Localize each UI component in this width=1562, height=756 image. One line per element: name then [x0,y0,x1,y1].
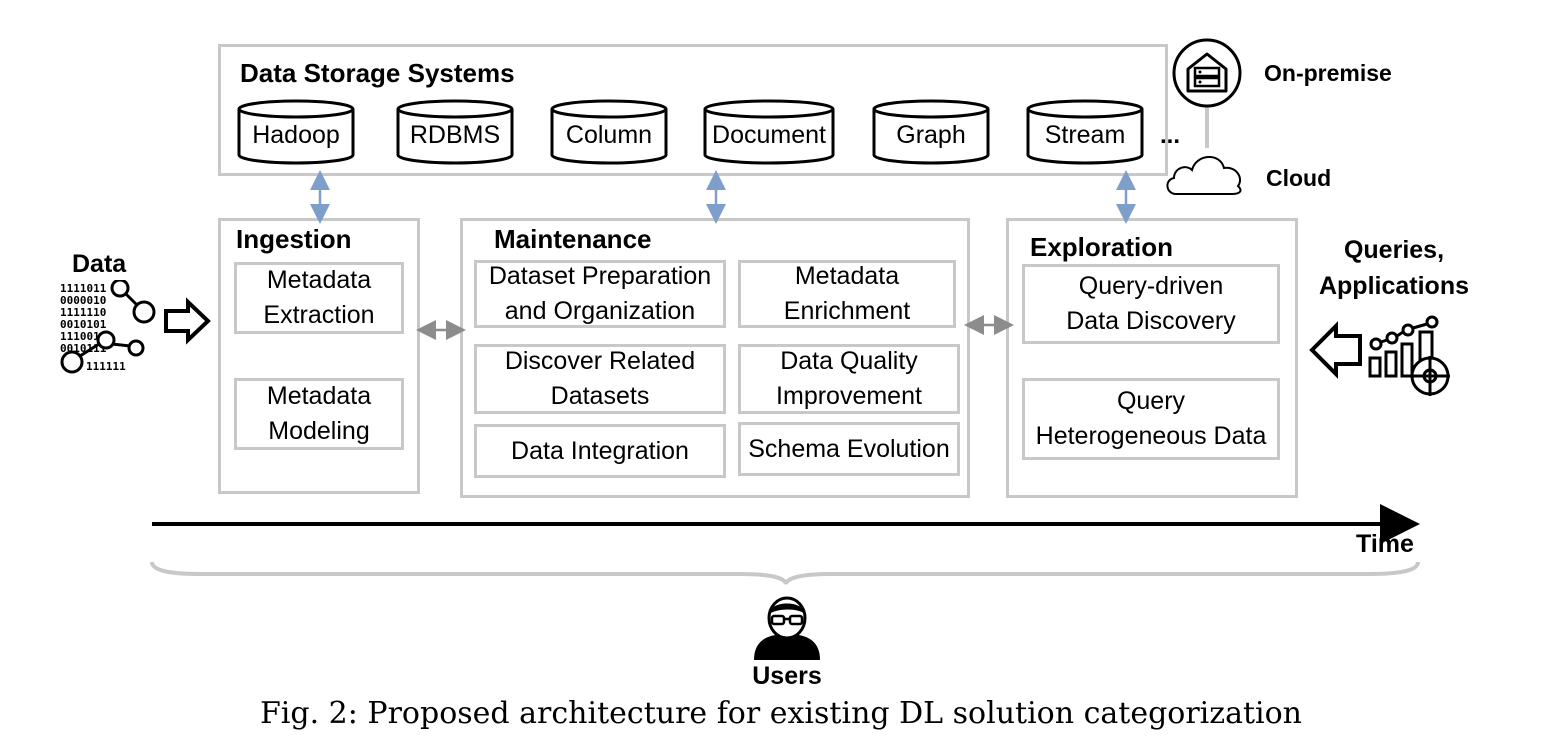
svg-text:111111: 111111 [86,360,126,373]
query-heterogeneous-data: Query Heterogeneous Data [1022,378,1280,460]
storage-graph: Graph [872,99,990,165]
storage-title: Data Storage Systems [240,58,515,88]
maintenance-title: Maintenance [494,224,652,254]
cylinder-icon [872,99,990,165]
svg-text:0000010: 0000010 [60,294,106,307]
storage-column: Column [550,99,668,165]
storage-label: Column [565,121,653,149]
storage-label: Graph [896,121,966,149]
binary-data-icon: 1111011 0000010 1111110 0010101 1110010 … [60,280,156,374]
metadata-extraction: Metadata Extraction [234,262,404,334]
data-input-arrow [164,297,211,345]
cylinder-icon [550,99,668,165]
svg-text:1111011: 1111011 [60,282,107,295]
metadata-modeling: Metadata Modeling [234,378,404,450]
storage-stream: Stream [1026,99,1144,165]
dataset-preparation: Dataset Preparation and Organization [474,260,726,328]
exploration-title: Exploration [1030,232,1174,262]
svg-text:1111110: 1111110 [60,306,106,319]
metadata-enrichment: Metadata Enrichment [738,260,956,328]
storage-label: Stream [1044,121,1126,149]
ingestion-title: Ingestion [236,224,352,254]
storage-more: ... [1160,122,1181,149]
figure-caption: Fig. 2: Proposed architecture for existi… [259,696,1303,731]
time-label: Time [1356,530,1414,558]
schema-evolution: Schema Evolution [738,422,960,476]
storage-label: Document [712,121,826,149]
queries-input-arrow [1309,321,1362,379]
data-label: Data [72,250,127,278]
queries-label: Queries, Applications [1318,236,1469,300]
server-icon [1172,38,1242,108]
svg-text:1110010: 1110010 [60,330,106,343]
user-icon [754,596,820,660]
cloud-label: Cloud [1266,165,1332,191]
data-quality-improvement: Data Quality Improvement [738,344,960,414]
users-brace [150,561,1420,585]
storage-hadoop: Hadoop [237,99,355,165]
data-integration: Data Integration [474,424,726,478]
cylinder-icon [396,99,514,165]
cylinder-icon [1026,99,1144,165]
storage-rdbms: RDBMS [396,99,514,165]
cloud-icon [1166,156,1242,195]
users-label: Users [752,662,822,690]
cylinder-icon [237,99,355,165]
cylinder-icon [703,99,835,165]
on-premise-label: On-premise [1264,60,1392,86]
storage-panel [218,44,1168,176]
storage-label: Hadoop [252,121,340,149]
analytics-icon [1368,315,1450,396]
storage-document: Document [703,99,835,165]
storage-label: RDBMS [409,121,501,149]
discover-related-datasets: Discover Related Datasets [474,344,726,414]
svg-text:0010101: 0010101 [60,318,107,331]
query-driven-discovery: Query-driven Data Discovery [1022,264,1280,344]
